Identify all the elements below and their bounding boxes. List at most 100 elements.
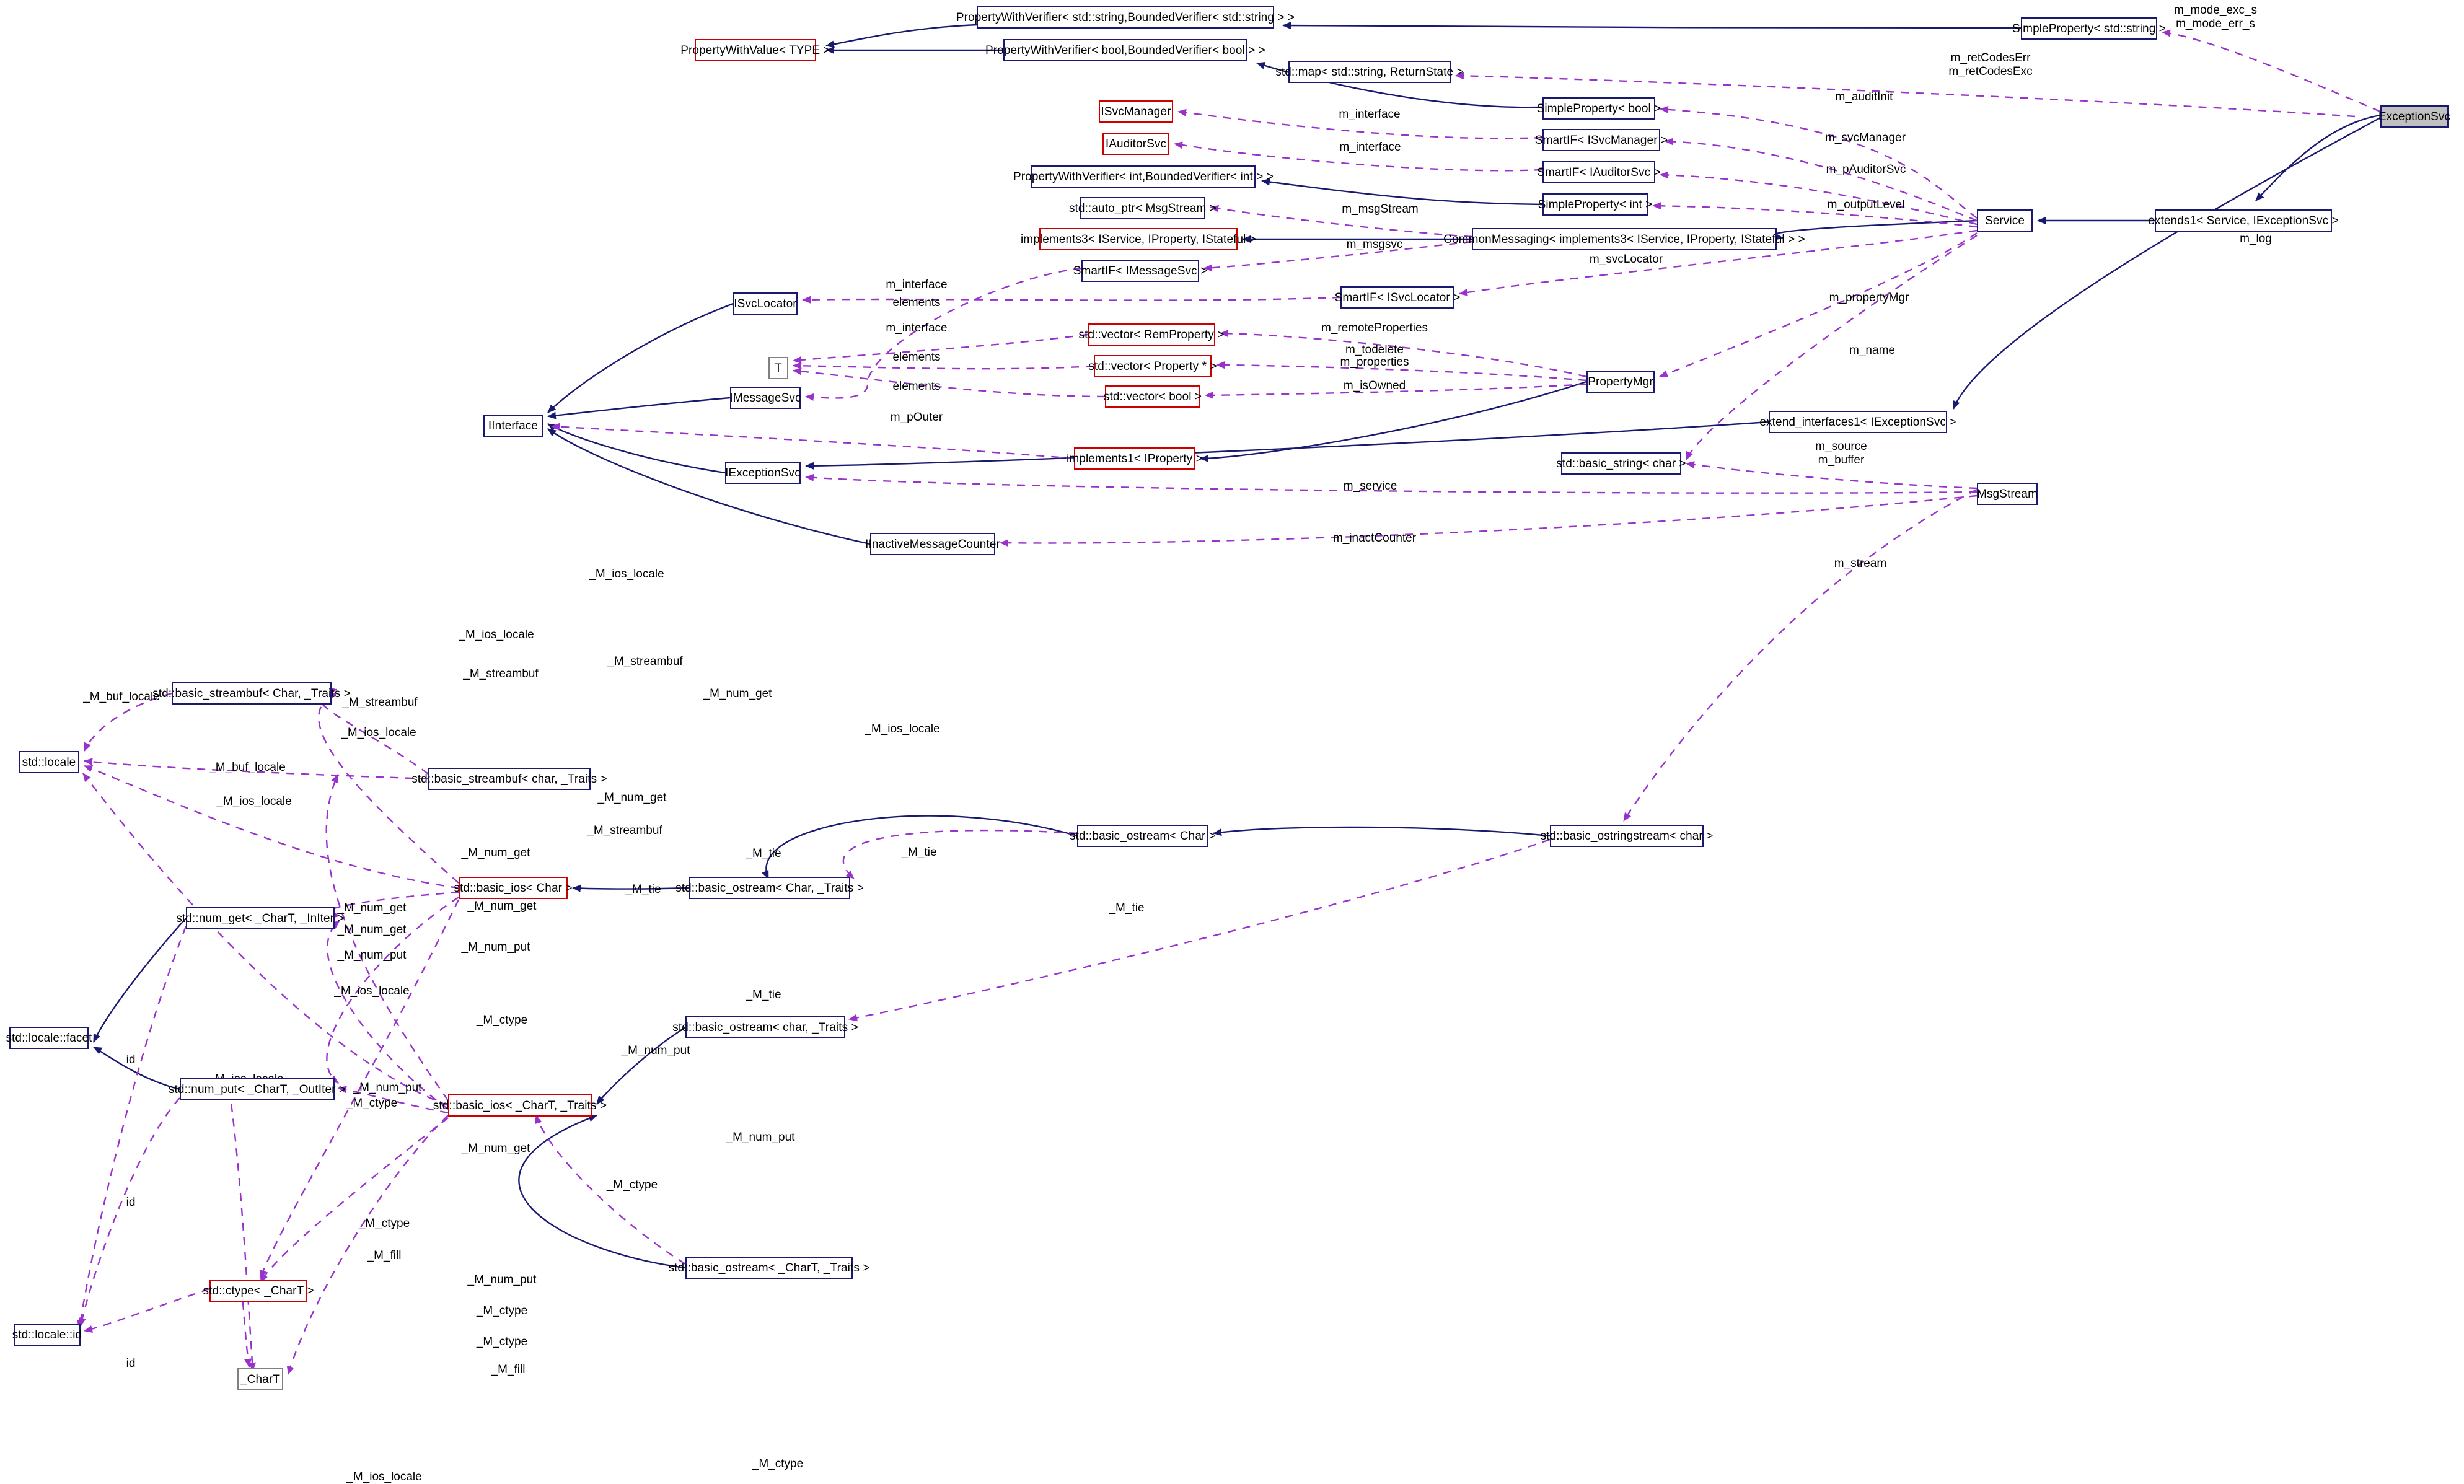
class-node-std-vector-bool[interactable]: std::vector< bool > — [1104, 385, 1202, 408]
class-node-std-vector-property[interactable]: std::vector< Property * > — [1088, 355, 1217, 377]
class-node-iauditorsvc[interactable]: IAuditorSvc — [1102, 133, 1169, 155]
edge-label: _M_num_get — [337, 923, 407, 936]
edge-label: _M_ios_locale — [865, 722, 940, 735]
class-node-implements3-iservice-iproperty-istateful[interactable]: implements3< IService, IProperty, IState… — [1021, 228, 1256, 250]
edge-label: _M_fill — [491, 1363, 526, 1376]
class-node-std-basic-streambuf-char-traits[interactable]: std::basic_streambuf< Char, _Traits > — [152, 682, 351, 705]
class-node-extends1-service-iexceptionsvc[interactable]: extends1< Service, IExceptionSvc > — [2148, 209, 2339, 232]
class-node-std-num-get-chart-initer[interactable]: std::num_get< _CharT, _InIter > — [176, 907, 345, 929]
edge-label: m_remoteProperties — [1321, 322, 1428, 335]
edge-label: elements — [892, 380, 941, 393]
class-node-chart[interactable]: _CharT — [237, 1368, 283, 1390]
edge-label: _M_ctype — [606, 1179, 658, 1192]
class-node-imessagesvc[interactable]: IMessageSvc — [729, 387, 801, 409]
edge-label: _M_num_put — [467, 1273, 537, 1286]
class-node-propertymgr[interactable]: PropertyMgr — [1586, 371, 1655, 393]
edge-label: _M_streambuf — [463, 667, 539, 680]
edge-label: elements — [892, 351, 941, 364]
class-node-simpleproperty-std-string[interactable]: SimpleProperty< std::string > — [2012, 17, 2166, 40]
edge-label: _M_ios_locale — [589, 568, 664, 581]
edge-label: id — [126, 1196, 136, 1209]
class-node-smartif-iauditorsvc[interactable]: SmartIF< IAuditorSvc > — [1537, 161, 1661, 183]
edge-label: m_outputLevel — [1827, 198, 1905, 211]
edge-label: m_interface — [886, 322, 948, 335]
class-node-std-basic-ostream-char-traits[interactable]: std::basic_ostream< char, _Traits > — [672, 1016, 858, 1038]
class-node-std-basic-ios-char[interactable]: std::basic_ios< Char > — [454, 877, 573, 899]
edge-label: m_service — [1343, 480, 1397, 493]
edge-label: m_svcManager — [1825, 131, 1906, 144]
class-node-std-locale-facet[interactable]: std::locale::facet — [6, 1027, 92, 1049]
edge-label: _M_num_get — [597, 791, 667, 804]
class-node-std-map-std-string-returnstate[interactable]: std::map< std::string, ReturnState > — [1275, 61, 1464, 83]
class-node-iexceptionsvc[interactable]: IExceptionSvc — [725, 462, 801, 484]
edge-label: _M_tie — [1109, 902, 1145, 915]
class-node-commonmessaging-implements3-iservice-iproperty-istateful[interactable]: CommonMessaging< implements3< IService, … — [1443, 228, 1805, 250]
class-node-std-ctype-chart[interactable]: std::ctype< _CharT > — [203, 1280, 314, 1302]
class-node-std-basic-streambuf-char-traits[interactable]: std::basic_streambuf< char, _Traits > — [411, 768, 607, 790]
class-node-std-basic-ostream-char-traits[interactable]: std::basic_ostream< Char, _Traits > — [675, 877, 864, 899]
edge-label: m_todelete — [1345, 343, 1404, 356]
edge-label: _M_ctype — [476, 1304, 528, 1317]
class-node-smartif-imessagesvc[interactable]: SmartIF< IMessageSvc > — [1073, 260, 1207, 282]
edge-label: _M_ios_locale — [346, 1470, 422, 1483]
edge-label: _M_fill — [367, 1249, 402, 1262]
edge-label: m_pAuditorSvc — [1826, 163, 1906, 176]
class-node-isvclocator[interactable]: ISvcLocator — [733, 292, 798, 315]
class-node-service[interactable]: Service — [1977, 209, 2033, 232]
class-node-std-basic-ostream-char[interactable]: std::basic_ostream< Char > — [1070, 825, 1216, 847]
class-node-propertywithvalue-type[interactable]: PropertyWithValue< TYPE > — [680, 39, 830, 61]
edge-label: id — [126, 1357, 136, 1370]
edge-label: m_auditInit — [1835, 90, 1893, 103]
class-node-simpleproperty-bool[interactable]: SimpleProperty< bool > — [1537, 97, 1661, 120]
class-node-std-basic-ios-chart-traits[interactable]: std::basic_ios< _CharT, _Traits > — [433, 1094, 607, 1117]
edge-label: _M_buf_locale — [83, 690, 160, 703]
edge-label: _M_num_get — [337, 902, 407, 915]
class-node-t[interactable]: T — [768, 357, 788, 379]
class-node-smartif-isvcmanager[interactable]: SmartIF< ISvcManager > — [1535, 129, 1668, 151]
class-node-iinterface[interactable]: IInterface — [483, 415, 543, 437]
class-node-simpleproperty-int[interactable]: SimpleProperty< int > — [1538, 193, 1652, 216]
edge-label: _M_ctype — [346, 1097, 398, 1110]
edge-label: _M_num_get — [467, 900, 537, 913]
class-node-msgstream[interactable]: MsgStream — [1977, 483, 2038, 505]
class-node-std-auto-ptr-msgstream[interactable]: std::auto_ptr< MsgStream > — [1069, 197, 1217, 219]
edge-label: _M_ios_locale — [341, 726, 416, 739]
class-node-extend-interfaces1-iexceptionsvc[interactable]: extend_interfaces1< IExceptionSvc > — [1759, 411, 1956, 433]
class-node-propertywithverifier-int-boundedverifier-int[interactable]: PropertyWithVerifier< int,BoundedVerifie… — [1013, 165, 1274, 188]
class-node-propertywithverifier-bool-boundedverifier-bool[interactable]: PropertyWithVerifier< bool,BoundedVerifi… — [985, 39, 1265, 61]
class-node-propertywithverifier-std-string-boundedverifier-std-string[interactable]: PropertyWithVerifier< std::string,Bounde… — [956, 6, 1295, 29]
class-node-smartif-isvclocator[interactable]: SmartIF< ISvcLocator > — [1335, 286, 1460, 309]
edge-label: elements — [892, 296, 941, 309]
edge-label: m_msgStream — [1342, 203, 1419, 216]
inheritance-edges — [92, 22, 2381, 1269]
class-node-std-basic-ostringstream-char[interactable]: std::basic_ostringstream< char > — [1541, 825, 1713, 847]
edge-label: m_inactCounter — [1332, 532, 1417, 545]
edge-label: m_interface — [1339, 141, 1401, 154]
edge-label: _M_num_put — [353, 1081, 422, 1094]
edge-label: _M_streambuf — [607, 655, 683, 668]
edge-label: _M_streambuf — [587, 824, 662, 837]
class-node-std-locale[interactable]: std::locale — [19, 751, 79, 773]
class-node-isvcmanager[interactable]: ISvcManager — [1099, 100, 1173, 123]
class-node-std-locale-id[interactable]: std::locale::id — [12, 1324, 82, 1346]
class-node-std-vector-remproperty[interactable]: std::vector< RemProperty > — [1079, 323, 1224, 346]
edge-label: _M_ctype — [476, 1335, 528, 1348]
edge-label: _M_tie — [901, 846, 937, 859]
class-node-std-num-put-chart-outiter[interactable]: std::num_put< _CharT, _OutIter > — [169, 1078, 346, 1100]
edge-label: _M_ios_locale — [459, 628, 534, 641]
edge-label: _M_tie — [746, 988, 781, 1001]
class-node-implements1-iproperty[interactable]: implements1< IProperty > — [1067, 447, 1203, 470]
edge-label: m_name — [1849, 344, 1895, 357]
class-node-iinactivemessagecounter[interactable]: IInactiveMessageCounter — [865, 533, 1000, 555]
class-node-exceptionsvc[interactable]: ExceptionSvc — [2378, 105, 2450, 128]
edge-label: _M_num_get — [703, 687, 772, 700]
class-node-std-basic-string-char[interactable]: std::basic_string< char > — [1556, 452, 1686, 475]
class-node-std-basic-ostream-chart-traits[interactable]: std::basic_ostream< _CharT, _Traits > — [668, 1257, 869, 1279]
edge-label: m_interface — [886, 278, 948, 291]
edge-label: _M_num_put — [726, 1131, 795, 1144]
edge-label: _M_tie — [746, 847, 781, 860]
edge-label: m_properties — [1340, 356, 1409, 369]
edge-label: _M_num_put — [337, 949, 407, 962]
edge-label: _M_ctype — [358, 1217, 410, 1230]
